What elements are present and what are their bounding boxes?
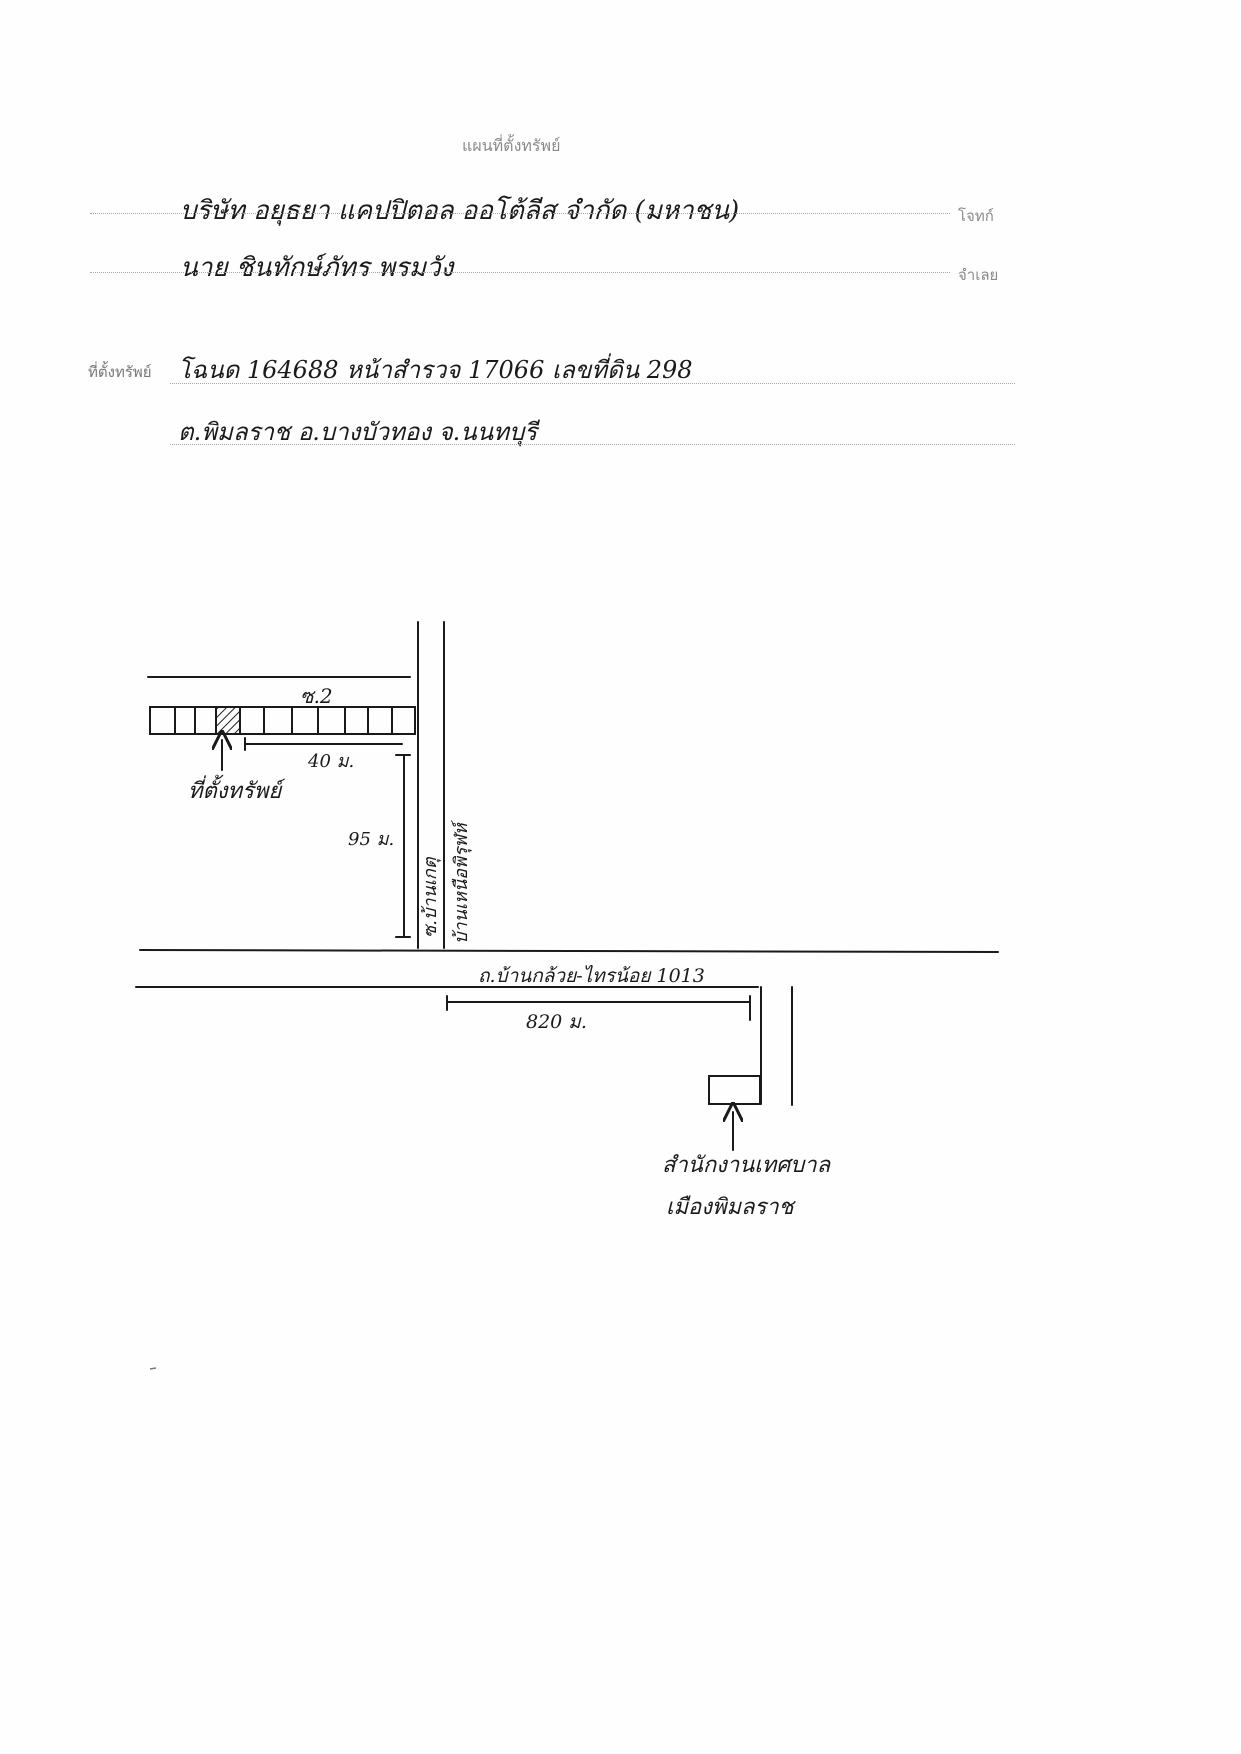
location-line1: โฉนด 164688 หน้าสำรวจ 17066 เลขที่ดิน 29…	[178, 356, 693, 384]
office-label-line2: เมืองพิมลราช	[666, 1195, 797, 1220]
property-plot-hatched	[215, 706, 241, 735]
main-road-top-line	[139, 949, 999, 953]
plot-row	[149, 706, 416, 735]
office-label-line1: สำนักงานเทศบาล	[662, 1153, 832, 1178]
property-label: ที่ตั้งทรัพย์	[188, 774, 286, 804]
main-road-label: ถ.บ้านกล้วย-ไทรน้อย 1013	[478, 964, 705, 987]
defendant-name: นาย ชินทักษ์ภัทร พรมวัง	[180, 253, 454, 283]
location-dotted-line2	[170, 444, 1015, 445]
municipal-office-box	[708, 1075, 761, 1105]
soi-bankeng-label: ซ.บ้านเกตุ	[420, 856, 441, 938]
dist-820-label: 820 ม.	[526, 1011, 587, 1033]
plaintiff-name: บริษัท อยุธยา แคปปิตอล ออโต้ลีส จำกัด (ม…	[180, 196, 740, 226]
stray-mark	[149, 1367, 157, 1370]
defendant-label: จำเลย	[958, 266, 999, 284]
village-label: บ้านเหนือพิรุฬห์	[451, 819, 472, 944]
soi-2-label: ซ.2	[300, 684, 333, 708]
defendant-dotted-line	[90, 272, 950, 273]
dist-95-label: 95 ม.	[348, 829, 394, 850]
location-line2: ต.พิมลราช อ.บางบัวทอง จ.นนทบุรี	[178, 418, 538, 446]
plaintiff-label: โจทก์	[958, 207, 994, 225]
dist-40-label: 40 ม.	[307, 751, 354, 772]
plaintiff-dotted-line	[90, 213, 950, 214]
location-dotted-line1	[170, 383, 1015, 384]
form-title: แผนที่ตั้งทรัพย์	[462, 136, 561, 155]
location-label: ที่ตั้งทรัพย์	[88, 363, 152, 381]
